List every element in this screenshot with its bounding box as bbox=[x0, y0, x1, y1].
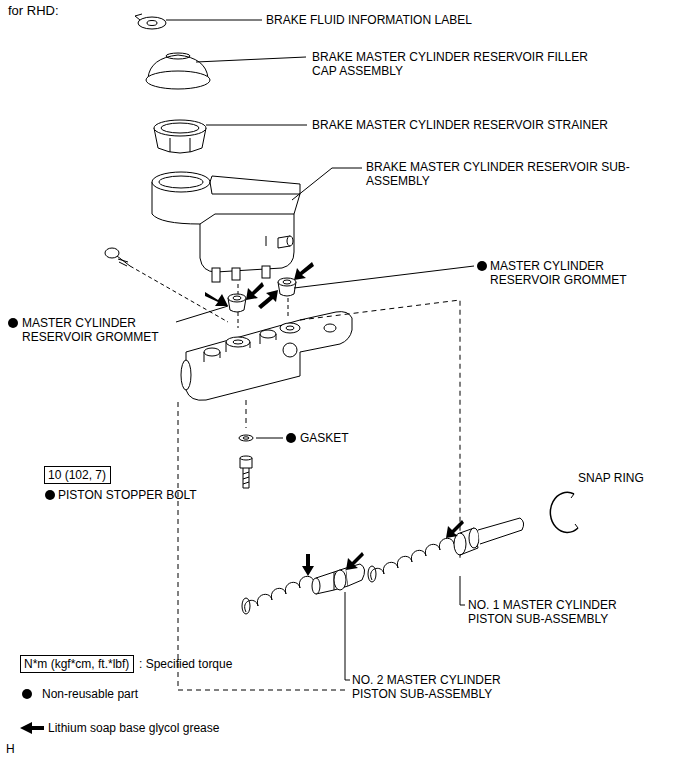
part-label: BRAKE FLUID INFORMATION LABEL bbox=[266, 13, 566, 27]
legend-text: Lithium soap base glycol grease bbox=[48, 721, 219, 735]
info-label bbox=[135, 14, 166, 29]
reservoir-screw bbox=[105, 248, 130, 266]
part-label: MASTER CYLINDER RESERVOIR GROMMET bbox=[22, 316, 192, 344]
part-label: NO. 1 MASTER CYLINDER PISTON SUB-ASSEMBL… bbox=[468, 598, 664, 626]
part-label: MASTER CYLINDER RESERVOIR GROMMET bbox=[490, 259, 670, 287]
legend-text: : Specified torque bbox=[139, 657, 232, 671]
torque-value: 10 (102, 7) bbox=[48, 468, 107, 482]
legend-text: Non-reusable part bbox=[42, 687, 138, 701]
torque-value: N*m (kgf*cm, ft.*lbf) bbox=[24, 657, 130, 671]
non-reusable-mark bbox=[8, 261, 487, 699]
part-label: GASKET bbox=[300, 431, 349, 445]
no2-piston bbox=[242, 564, 365, 614]
strainer bbox=[154, 120, 206, 153]
torque-box: N*m (kgf*cm, ft.*lbf) bbox=[20, 655, 134, 673]
master-cylinder-body bbox=[181, 312, 352, 401]
grease-arrow bbox=[20, 262, 464, 734]
part-label: PISTON STOPPER BOLT bbox=[58, 488, 197, 502]
filler-cap bbox=[146, 53, 210, 89]
part-label: BRAKE MASTER CYLINDER RESERVOIR FILLER C… bbox=[312, 50, 608, 78]
part-label: BRAKE MASTER CYLINDER RESERVOIR SUB-ASSE… bbox=[366, 160, 666, 188]
figure-code: H bbox=[6, 742, 15, 756]
diagram-title: for RHD: bbox=[8, 4, 59, 18]
part-label: BRAKE MASTER CYLINDER RESERVOIR STRAINER bbox=[312, 118, 632, 132]
part-label: SNAP RING bbox=[578, 471, 644, 485]
torque-box: 10 (102, 7) bbox=[44, 466, 111, 484]
no1-piston bbox=[368, 518, 524, 582]
grommet bbox=[228, 278, 296, 312]
snap-ring bbox=[550, 492, 578, 532]
part-label: NO. 2 MASTER CYLINDER PISTON SUB-ASSEMBL… bbox=[352, 673, 548, 701]
assembly-outline bbox=[178, 300, 460, 690]
gasket bbox=[239, 435, 253, 441]
stopper-bolt bbox=[240, 456, 252, 488]
reservoir bbox=[152, 172, 300, 282]
